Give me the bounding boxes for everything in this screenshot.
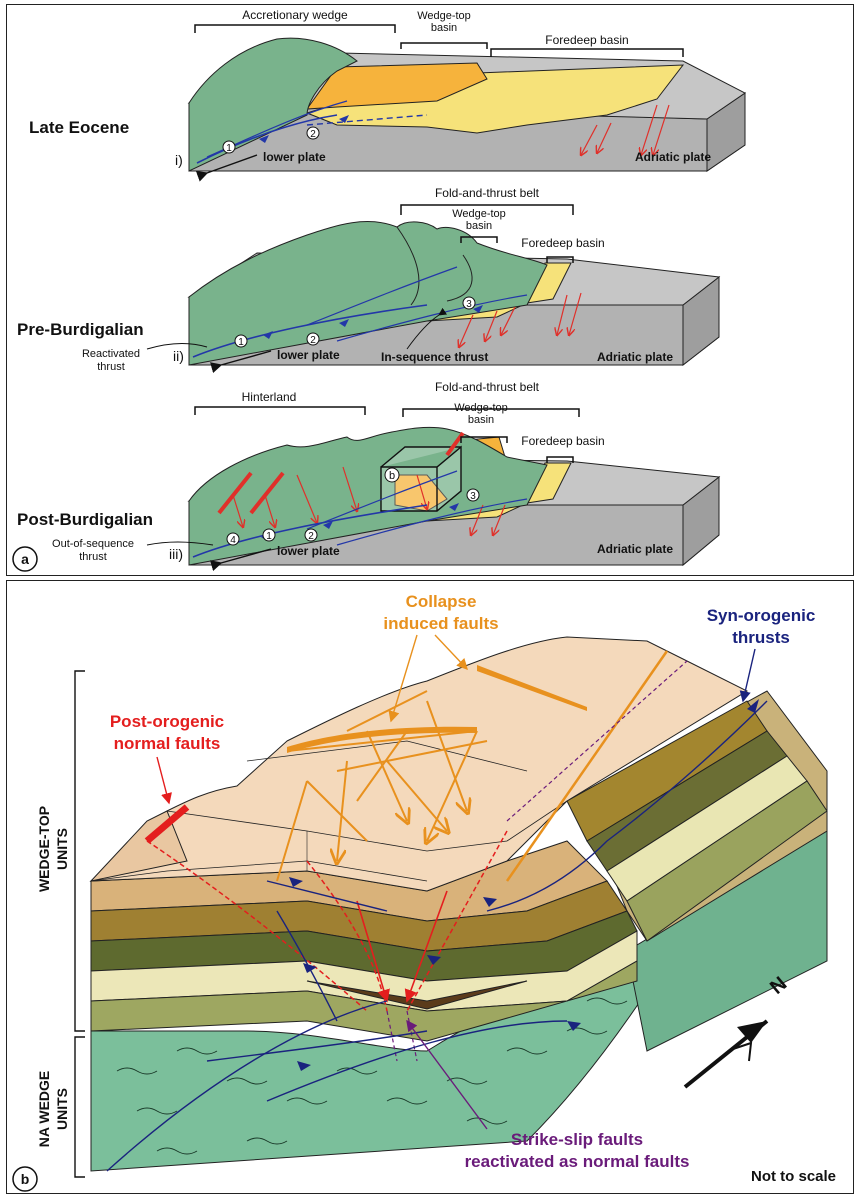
label-fold-thrust-belt-iii: Fold-and-thrust belt <box>435 380 540 394</box>
synorogenic-thrusts <box>106 700 768 1172</box>
bracket-wedge-top <box>400 42 488 49</box>
badge-a: a <box>21 551 29 567</box>
accretionary-wedge <box>188 37 358 172</box>
label-not-to-scale: Not to scale <box>751 1168 836 1185</box>
stage-post-burdigalian: Hinterland Fold-and-thrust belt Wedge-to… <box>17 380 721 572</box>
badge-b-circle <box>12 1166 38 1192</box>
bracket-foredeep <box>490 48 684 57</box>
badge-a-circle <box>12 546 38 572</box>
marker-2-ii: 2 <box>310 335 316 346</box>
title-post-burdigalian: Post-Burdigalian <box>17 510 153 529</box>
marker-b-iii: b <box>389 470 395 482</box>
foredeep-fill <box>305 64 685 134</box>
layer-band-5 <box>90 960 638 1042</box>
label-lower-plate-iii: lower plate <box>277 544 340 558</box>
marker-1: 1 <box>226 143 232 154</box>
bracket-accretionary-wedge <box>194 24 396 33</box>
marker-2-iii: 2 <box>308 531 314 542</box>
title-pre-burdigalian: Pre-Burdigalian <box>17 320 144 339</box>
roman-i: i) <box>175 152 183 168</box>
label-wedge-top-line2: basin <box>431 22 457 34</box>
label-foredeep-basin: Foredeep basin <box>545 33 628 47</box>
bracket-na-wedge-units <box>74 1036 85 1178</box>
label-adriatic-plate: Adriatic plate <box>635 150 711 164</box>
label-adriatic-plate-ii: Adriatic plate <box>597 350 673 364</box>
label-foredeep-basin-iii: Foredeep basin <box>521 434 604 448</box>
label-wedge-top-line1: Wedge-top <box>417 10 471 22</box>
label-lower-plate-ii: lower plate <box>277 348 340 362</box>
label-adriatic-plate-iii: Adriatic plate <box>597 542 673 556</box>
fold-thrust-belt-ii <box>188 221 548 366</box>
postorogenic-fault-surface <box>144 804 190 844</box>
marker-3-ii: 3 <box>466 299 472 310</box>
label-fold-thrust-belt: Fold-and-thrust belt <box>435 186 540 200</box>
label-lower-plate: lower plate <box>263 150 326 164</box>
inset-box-b <box>380 445 462 512</box>
bracket-wedge-top-units <box>74 670 85 1032</box>
label-foredeep-basin-ii: Foredeep basin <box>521 236 604 250</box>
collapse-faults <box>276 650 669 882</box>
label-accretionary-wedge: Accretionary wedge <box>242 8 348 22</box>
marker-4-iii: 4 <box>230 535 236 546</box>
wedge-top-surface <box>89 636 749 892</box>
label-in-sequence-thrust: In-sequence thrust <box>381 350 488 364</box>
marker-1-ii: 1 <box>238 337 244 348</box>
roman-iii: iii) <box>169 546 183 562</box>
roman-ii: ii) <box>173 348 184 364</box>
marker-3-iii: 3 <box>470 491 476 502</box>
badge-b: b <box>21 1171 30 1187</box>
marker-2: 2 <box>310 129 316 140</box>
title-late-eocene: Late Eocene <box>29 118 129 137</box>
label-hinterland: Hinterland <box>242 390 297 404</box>
marker-1-iii: 1 <box>266 531 272 542</box>
